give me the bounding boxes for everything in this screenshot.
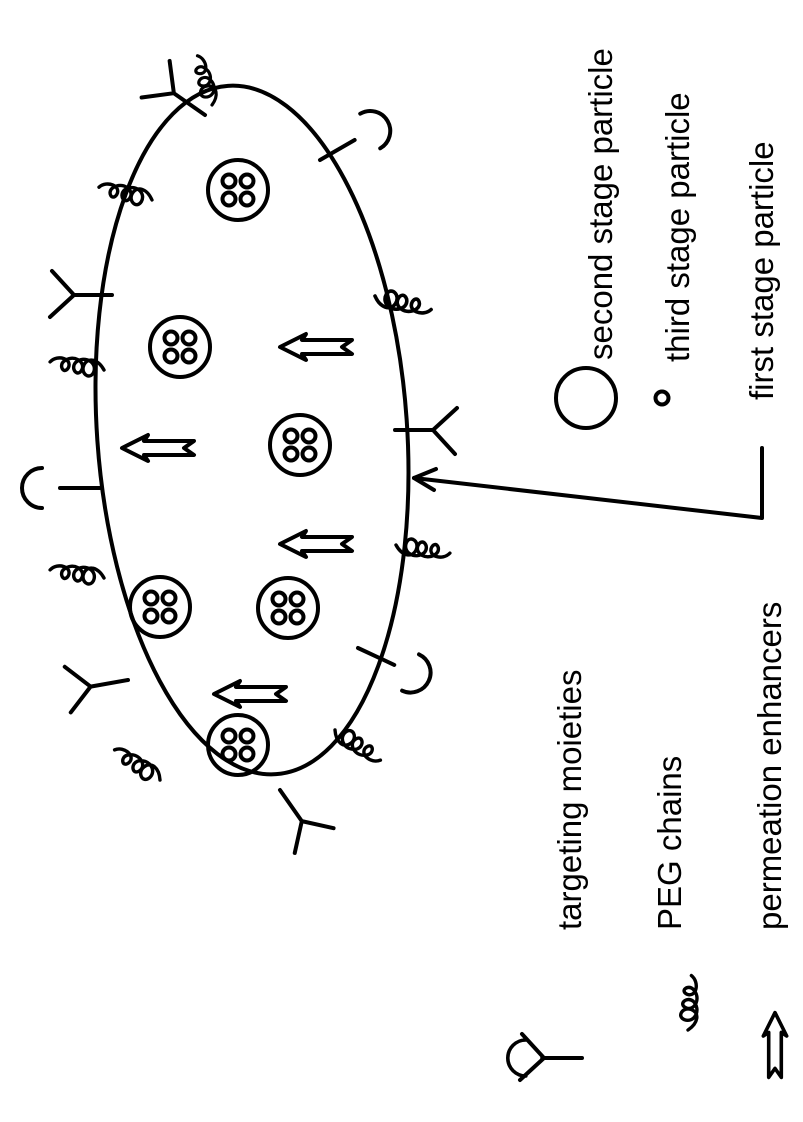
label-permeation-enhancers: permeation enhancers — [751, 602, 788, 930]
permeation-enhancer-icon — [280, 334, 352, 360]
permeation-enhancer-legend-icon — [763, 1013, 786, 1078]
second-stage-particle — [150, 317, 210, 377]
peg-chain-icon — [330, 724, 385, 765]
targeting-moiety-icon — [63, 656, 132, 712]
peg-chain-icon — [373, 288, 433, 315]
label-second-stage: second stage particle — [582, 48, 619, 360]
targeting-moiety-cup-icon — [310, 104, 398, 178]
second-stage-particle — [208, 160, 268, 220]
second-stage-particle — [258, 578, 318, 638]
peg-chain-legend-icon — [681, 976, 697, 1030]
first-stage-pointer — [414, 448, 762, 518]
targeting-moiety-cup-icon — [350, 630, 438, 699]
label-peg-chains: PEG chains — [651, 756, 688, 930]
targeting-moiety-cup-icon — [22, 468, 100, 508]
label-third-stage: third stage particle — [659, 92, 696, 362]
permeation-enhancer-icon — [280, 531, 352, 557]
third-stage-particle-icon — [656, 392, 669, 405]
targeting-moiety-icon — [260, 777, 333, 854]
label-first-stage: first stage particle — [743, 141, 780, 400]
label-targeting-moieties: targeting moieties — [551, 670, 588, 930]
targeting-moiety-icon — [395, 408, 457, 454]
permeation-enhancer-icon — [214, 681, 286, 707]
peg-chain-icon — [49, 564, 105, 585]
permeation-enhancer-icon — [122, 435, 194, 461]
targeting-moiety-cup-legend-icon — [508, 1040, 578, 1076]
second-stage-particle — [130, 577, 190, 637]
peg-chain-icon — [109, 745, 164, 786]
second-stage-particle — [270, 415, 330, 475]
second-stage-particle-icon — [556, 368, 616, 428]
